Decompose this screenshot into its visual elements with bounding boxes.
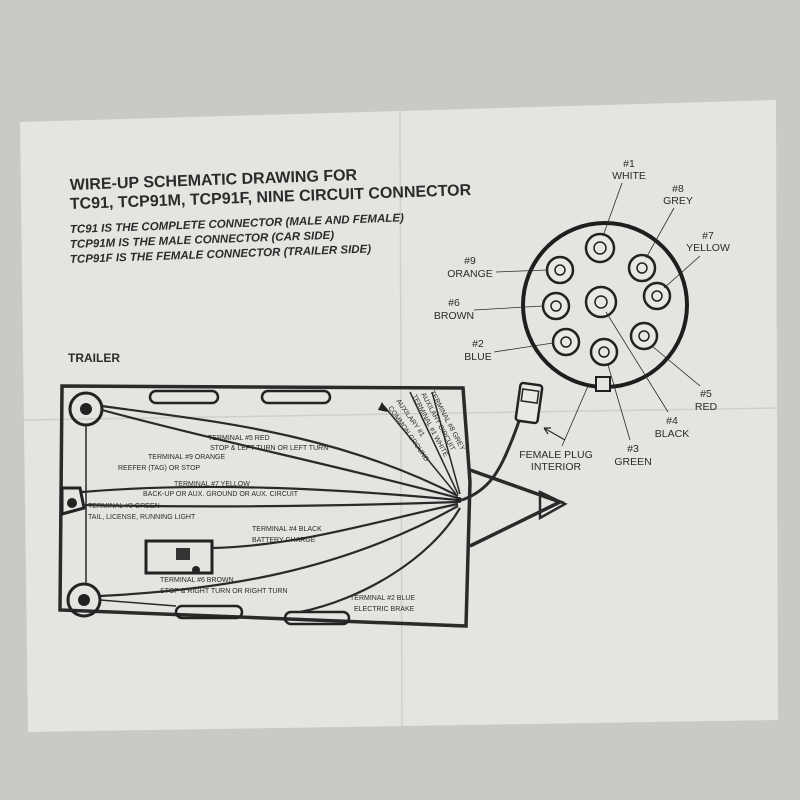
svg-text:RED: RED <box>695 401 718 413</box>
wire-label-function-6: STOP & RIGHT TURN OR RIGHT TURN <box>160 588 288 595</box>
leader-pin-4 <box>605 311 669 413</box>
leader-pin-1 <box>602 182 623 237</box>
svg-text:#1: #1 <box>623 158 635 170</box>
svg-text:#3: #3 <box>627 443 639 455</box>
svg-text:BROWN: BROWN <box>434 310 474 322</box>
svg-text:#7: #7 <box>702 230 714 242</box>
leader-pin-3 <box>607 364 631 441</box>
svg-text:#6: #6 <box>448 297 460 309</box>
ground-arrow <box>378 402 388 412</box>
trailer-body-outline <box>58 384 472 628</box>
wire-junction <box>456 497 462 503</box>
svg-text:ORANGE: ORANGE <box>447 268 493 280</box>
svg-text:GREEN: GREEN <box>614 456 651 468</box>
svg-text:GREY: GREY <box>663 195 693 207</box>
svg-text:#4: #4 <box>666 415 678 427</box>
pin-label-2: #2 BLUE <box>464 338 491 363</box>
tail-lamp-left-bulb <box>80 403 92 415</box>
wire-label-terminal-4: TERMINAL #4 BLACK <box>252 526 322 533</box>
leader-pin-5 <box>651 345 701 387</box>
pin-socket-9 <box>545 255 575 285</box>
wire-label-terminal-7: TERMINAL #7 YELLOW <box>174 481 250 488</box>
pin-label-6: #6 BROWN <box>434 297 474 322</box>
pin-socket-7 <box>642 281 672 311</box>
wire-label-terminal-9: TERMINAL #9 ORANGE <box>148 454 225 461</box>
trailer-diagram <box>58 381 568 628</box>
pin-label-3: #3 GREEN <box>614 443 651 468</box>
wire-label-function-7: BACK-UP OR AUX. GROUND OR AUX. CIRCUIT <box>143 491 299 498</box>
wire-red <box>101 404 459 497</box>
leader-pin-9 <box>495 269 548 273</box>
bottom-marker-lamp-right <box>283 610 351 626</box>
leader-female-plug <box>561 385 589 447</box>
nine-pin-connector <box>521 221 689 392</box>
svg-text:INTERIOR: INTERIOR <box>531 461 582 473</box>
wire-label-function-3: TAIL, LICENSE, RUNNING LIGHT <box>88 514 196 521</box>
leader-pin-7 <box>663 255 701 289</box>
wire-ground <box>383 405 457 495</box>
pin-label-7: #7 YELLOW <box>686 230 730 254</box>
wire-white <box>409 391 459 495</box>
pin-label-5: #5 RED <box>695 388 718 413</box>
female-plug-label: FEMALE PLUG INTERIOR <box>519 449 593 473</box>
fold-line <box>23 407 778 421</box>
bottom-marker-lamp-left <box>174 604 244 620</box>
wire-grey <box>431 391 461 495</box>
svg-text:BLACK: BLACK <box>655 428 689 440</box>
wire-label-function-4: BATTERY CHARGE <box>252 537 316 544</box>
wire-label-terminal-3: TERMINAL #3 GREEN <box>88 503 160 510</box>
top-marker-lamp-right <box>260 389 332 405</box>
svg-text:BLUE: BLUE <box>464 351 491 363</box>
wire-label-terminal-2: TERMINAL #2 BLUE <box>350 595 415 602</box>
wire-brown <box>99 505 459 598</box>
breakaway-switch <box>176 548 190 560</box>
wire-aux-bottom <box>99 599 177 607</box>
svg-text:WHITE: WHITE <box>612 170 646 182</box>
leader-pin-2 <box>493 342 554 353</box>
license-lamp <box>60 486 86 516</box>
wire-label-function-2: ELECTRIC BRAKE <box>354 606 415 613</box>
pin-socket-6 <box>541 291 571 321</box>
svg-text:#5: #5 <box>700 388 712 400</box>
wire-label-function-9: REEFER (TAG) OR STOP <box>118 465 201 472</box>
trailer-label: TRAILER <box>68 351 120 365</box>
pin-label-1: #1 WHITE <box>612 158 646 182</box>
wire-black <box>211 502 459 550</box>
wire-yellow <box>81 485 459 502</box>
top-marker-lamp-left <box>148 389 220 405</box>
license-lamp-bulb <box>67 498 77 508</box>
svg-text:#2: #2 <box>472 338 484 350</box>
pin-socket-center <box>584 285 618 319</box>
pin-label-4: #4 BLACK <box>655 415 689 440</box>
pin-socket-8 <box>627 253 657 283</box>
pin-label-8: #8 GREY <box>663 183 693 207</box>
wire-orange <box>101 408 459 500</box>
svg-text:#8: #8 <box>672 183 684 195</box>
svg-text:FEMALE PLUG: FEMALE PLUG <box>519 449 593 461</box>
wire-blue <box>299 507 461 614</box>
pin-socket-5 <box>629 321 659 351</box>
svg-text:YELLOW: YELLOW <box>686 242 730 254</box>
wire-label-function-5: STOP & LEFT TURN OR LEFT TURN <box>210 445 328 452</box>
leader-pin-6 <box>473 305 544 311</box>
pin-socket-2 <box>551 327 581 357</box>
breakaway-battery-box <box>144 539 214 575</box>
connector-key-notch <box>595 376 611 392</box>
svg-text:#9: #9 <box>464 255 476 267</box>
tongue-hitch <box>538 490 568 521</box>
leader-pin-8 <box>645 207 675 259</box>
trailer-plug <box>514 381 544 425</box>
tail-lamp-right-bulb <box>78 594 90 606</box>
wire-label-terminal-5: TERMINAL #5 RED <box>208 435 270 442</box>
pin-socket-1 <box>584 232 616 264</box>
wire-green <box>83 500 459 508</box>
arrow-to-plug <box>543 427 566 441</box>
breakaway-terminal <box>192 566 200 574</box>
pin-socket-3 <box>589 337 619 367</box>
wire-label-terminal-6: TERMINAL #6 BROWN <box>160 577 234 584</box>
trailer-plug-cap <box>520 388 540 404</box>
pin-label-9: #9 ORANGE <box>447 255 493 280</box>
